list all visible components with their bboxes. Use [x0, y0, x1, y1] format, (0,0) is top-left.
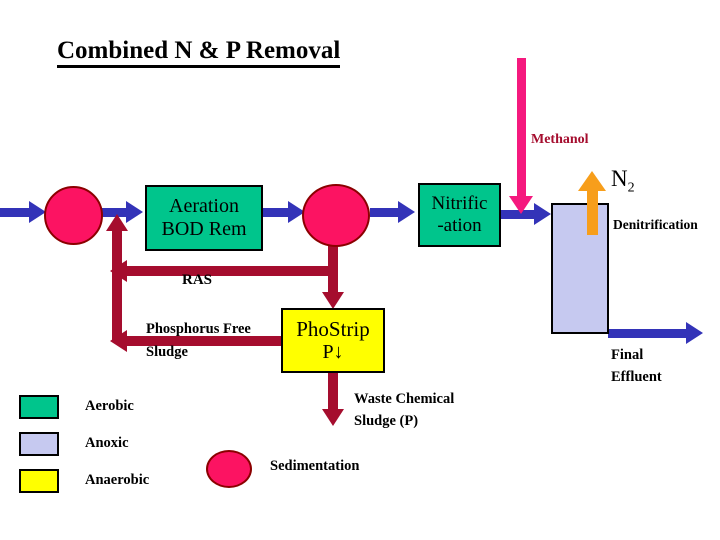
aeration-box-line1: Aeration [169, 195, 239, 217]
aeration-bod-removal-box[interactable]: Aeration BOD Rem [145, 185, 263, 251]
final-effluent-label-line2: Effluent [611, 369, 662, 386]
clarifier-to-phostrip-arrow-head [322, 292, 344, 309]
nitrification-box-line1: Nitrific [431, 193, 488, 215]
waste-chemical-sludge-label-line1: Waste Chemical [354, 391, 455, 407]
phostrip-box-line1: PhoStrip [296, 316, 370, 341]
secondary-sedimentation-circle[interactable] [302, 184, 370, 247]
primary-to-aeration-arrow-head [126, 201, 143, 223]
nitrogen-gas-arrow-head [578, 171, 606, 191]
clarifier-to-nitrification-arrow-head [398, 201, 415, 223]
final-effluent-label: Final Effluent [611, 344, 662, 389]
methanol-line [517, 58, 526, 198]
primary-to-aeration-line [100, 208, 130, 217]
nitrification-to-denitrification-arrow-head [534, 203, 551, 225]
clarifier-to-nitrification-line [370, 208, 404, 217]
influent-flow-line [0, 208, 30, 217]
final-effluent-line [608, 329, 690, 338]
legend-item-anoxic: Anoxic [19, 425, 149, 462]
waste-sludge-arrow-head [322, 409, 344, 426]
nitrogen-gas-label-subscript: 2 [627, 180, 635, 196]
phosphorus-free-sludge-label: Phosphorus Free Sludge [146, 318, 251, 364]
ras-riser-arrow-head [106, 214, 128, 231]
denitrification-label: Denitrification [613, 217, 698, 232]
nitrogen-gas-line [587, 190, 598, 235]
legend-label-aerobic: Aerobic [85, 398, 134, 414]
ras-riser-line [112, 230, 122, 272]
legend-swatch-aerobic [19, 394, 59, 419]
waste-chemical-sludge-label-line2: Sludge (P) [354, 413, 419, 430]
legend-item-aerobic: Aerobic [19, 388, 149, 425]
legend-label-anaerobic: Anaerobic [85, 472, 150, 488]
nitrification-box-line2: -ation [437, 215, 482, 236]
aeration-box-line2: BOD Rem [161, 218, 247, 240]
nitrogen-gas-label: N2 [611, 166, 635, 197]
legend-swatch-anaerobic [19, 468, 59, 493]
phosphorus-free-sludge-line [125, 336, 283, 346]
phostrip-box[interactable]: PhoStrip P↓ [281, 308, 385, 373]
final-effluent-label-line1: Final [611, 347, 644, 363]
influent-arrow-head [29, 201, 46, 223]
aeration-to-clarifier-line [262, 208, 294, 217]
phosphorus-free-sludge-label-line2: Sludge [146, 344, 188, 361]
legend-swatch-anoxic [19, 431, 59, 456]
legend: Aerobic Anoxic Anaerobic [19, 388, 149, 499]
sludge-return-riser-line [112, 266, 122, 342]
methanol-arrow-head [509, 196, 533, 214]
phostrip-box-line2: P↓ [322, 341, 344, 364]
waste-sludge-line [328, 373, 338, 415]
waste-chemical-sludge-label: Waste Chemical Sludge (P) [354, 388, 454, 433]
legend-swatch-sedimentation [206, 450, 252, 488]
ras-label: RAS [182, 272, 213, 288]
phosphorus-free-sludge-label-line1: Phosphorus Free [146, 321, 251, 337]
nitrification-to-denitrification-line [501, 210, 538, 219]
ras-line [125, 266, 333, 276]
nitrogen-gas-label-symbol: N [611, 166, 628, 191]
nitrification-box[interactable]: Nitrific -ation [418, 183, 501, 247]
primary-sedimentation-circle[interactable] [44, 186, 103, 245]
denitrification-box[interactable] [551, 203, 609, 334]
final-effluent-arrow-head [686, 322, 703, 344]
legend-label-sedimentation: Sedimentation [270, 458, 360, 474]
legend-label-anoxic: Anoxic [85, 435, 129, 451]
aeration-to-clarifier-arrow-head [288, 201, 305, 223]
page-title: Combined N & P Removal [57, 37, 341, 69]
clarifier-underflow-line [328, 238, 338, 300]
methanol-label: Methanol [531, 132, 589, 147]
legend-item-anaerobic: Anaerobic [19, 462, 149, 499]
